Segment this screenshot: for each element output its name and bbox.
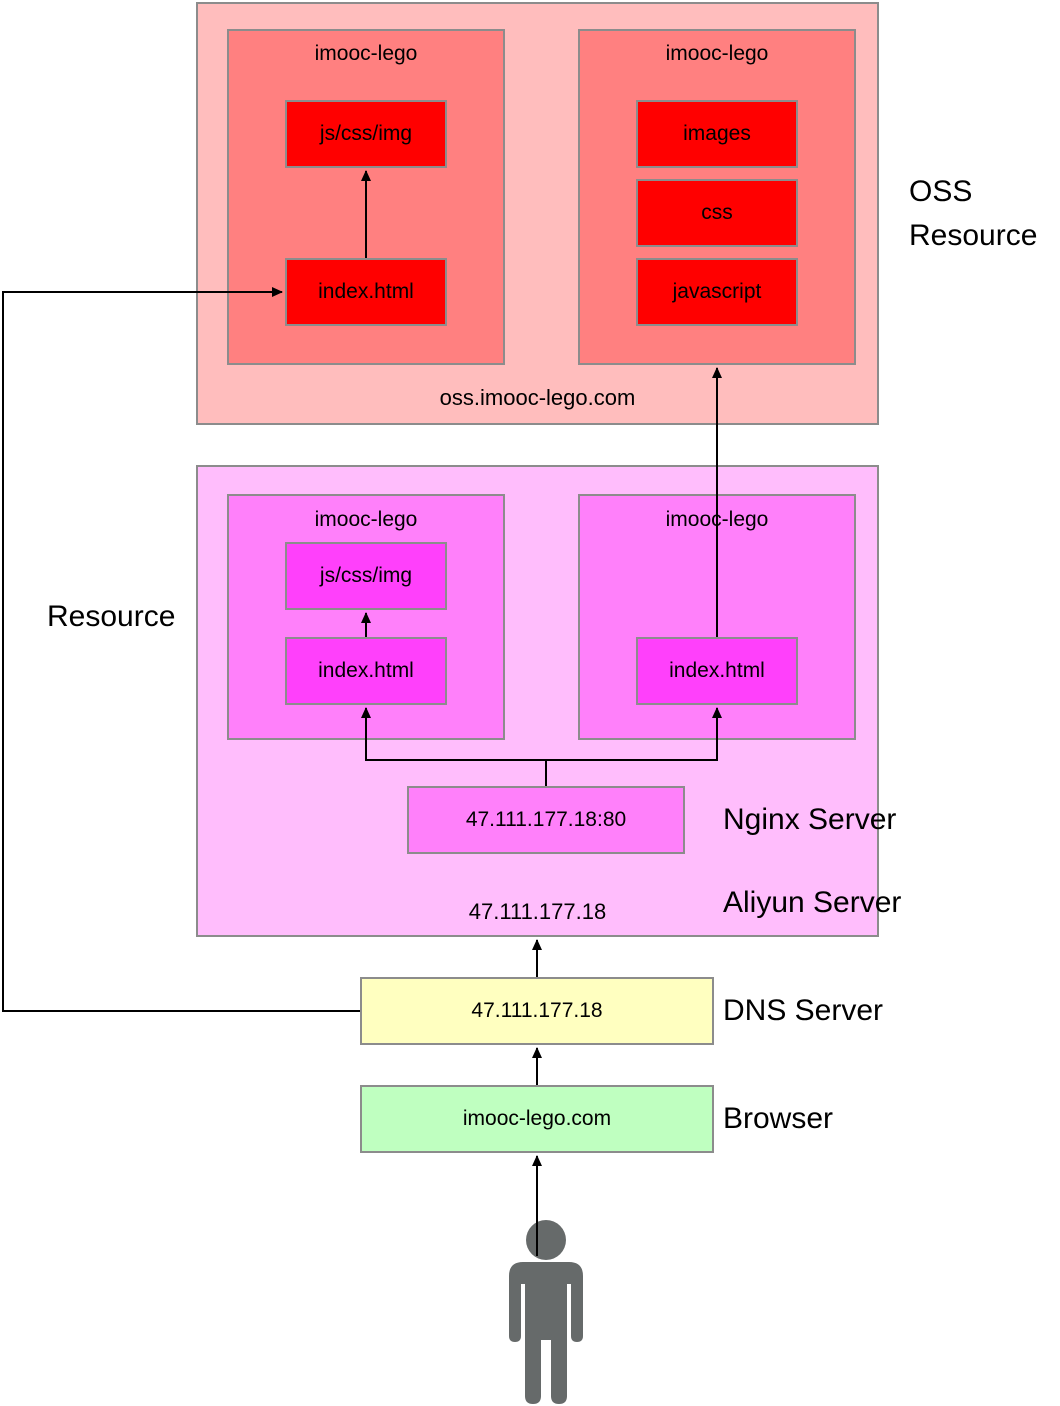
dns-server-label: DNS Server <box>723 994 884 1027</box>
aliyun-server-ip: 47.111.177.18 <box>468 899 607 924</box>
oss-resource-label-line2: Resource <box>909 219 1038 252</box>
oss-domain-label: oss.imooc-lego.com <box>439 385 636 410</box>
nginx-server-label: Nginx Server <box>723 803 897 836</box>
aliyun-left-index-node: index.html <box>285 637 447 705</box>
aliyun-right-site-title: imooc-lego <box>665 508 769 531</box>
browser-label: Browser <box>723 1102 834 1135</box>
person-icon <box>509 1220 583 1404</box>
aliyun-left-site-title: imooc-lego <box>314 508 418 531</box>
aliyun-left-assets-node: js/css/img <box>285 542 447 610</box>
nginx-server-node: 47.111.177.18:80 <box>407 786 685 854</box>
oss-left-assets-node: js/css/img <box>285 100 447 168</box>
oss-left-bucket-title: imooc-lego <box>314 42 418 65</box>
oss-images-node: images <box>636 100 798 168</box>
oss-left-index-node: index.html <box>285 258 447 326</box>
aliyun-server-label: Aliyun Server <box>723 886 902 919</box>
aliyun-right-index-node: index.html <box>636 637 798 705</box>
oss-right-bucket-title: imooc-lego <box>665 42 769 65</box>
oss-css-node: css <box>636 179 798 247</box>
oss-javascript-node: javascript <box>636 258 798 326</box>
browser-node: imooc-lego.com <box>360 1085 714 1153</box>
oss-resource-label: OSS Resource <box>909 170 1037 258</box>
dns-server-node: 47.111.177.18 <box>360 977 714 1045</box>
aliyun-resource-label: Resource <box>47 600 176 633</box>
oss-resource-label-line1: OSS <box>909 175 973 208</box>
